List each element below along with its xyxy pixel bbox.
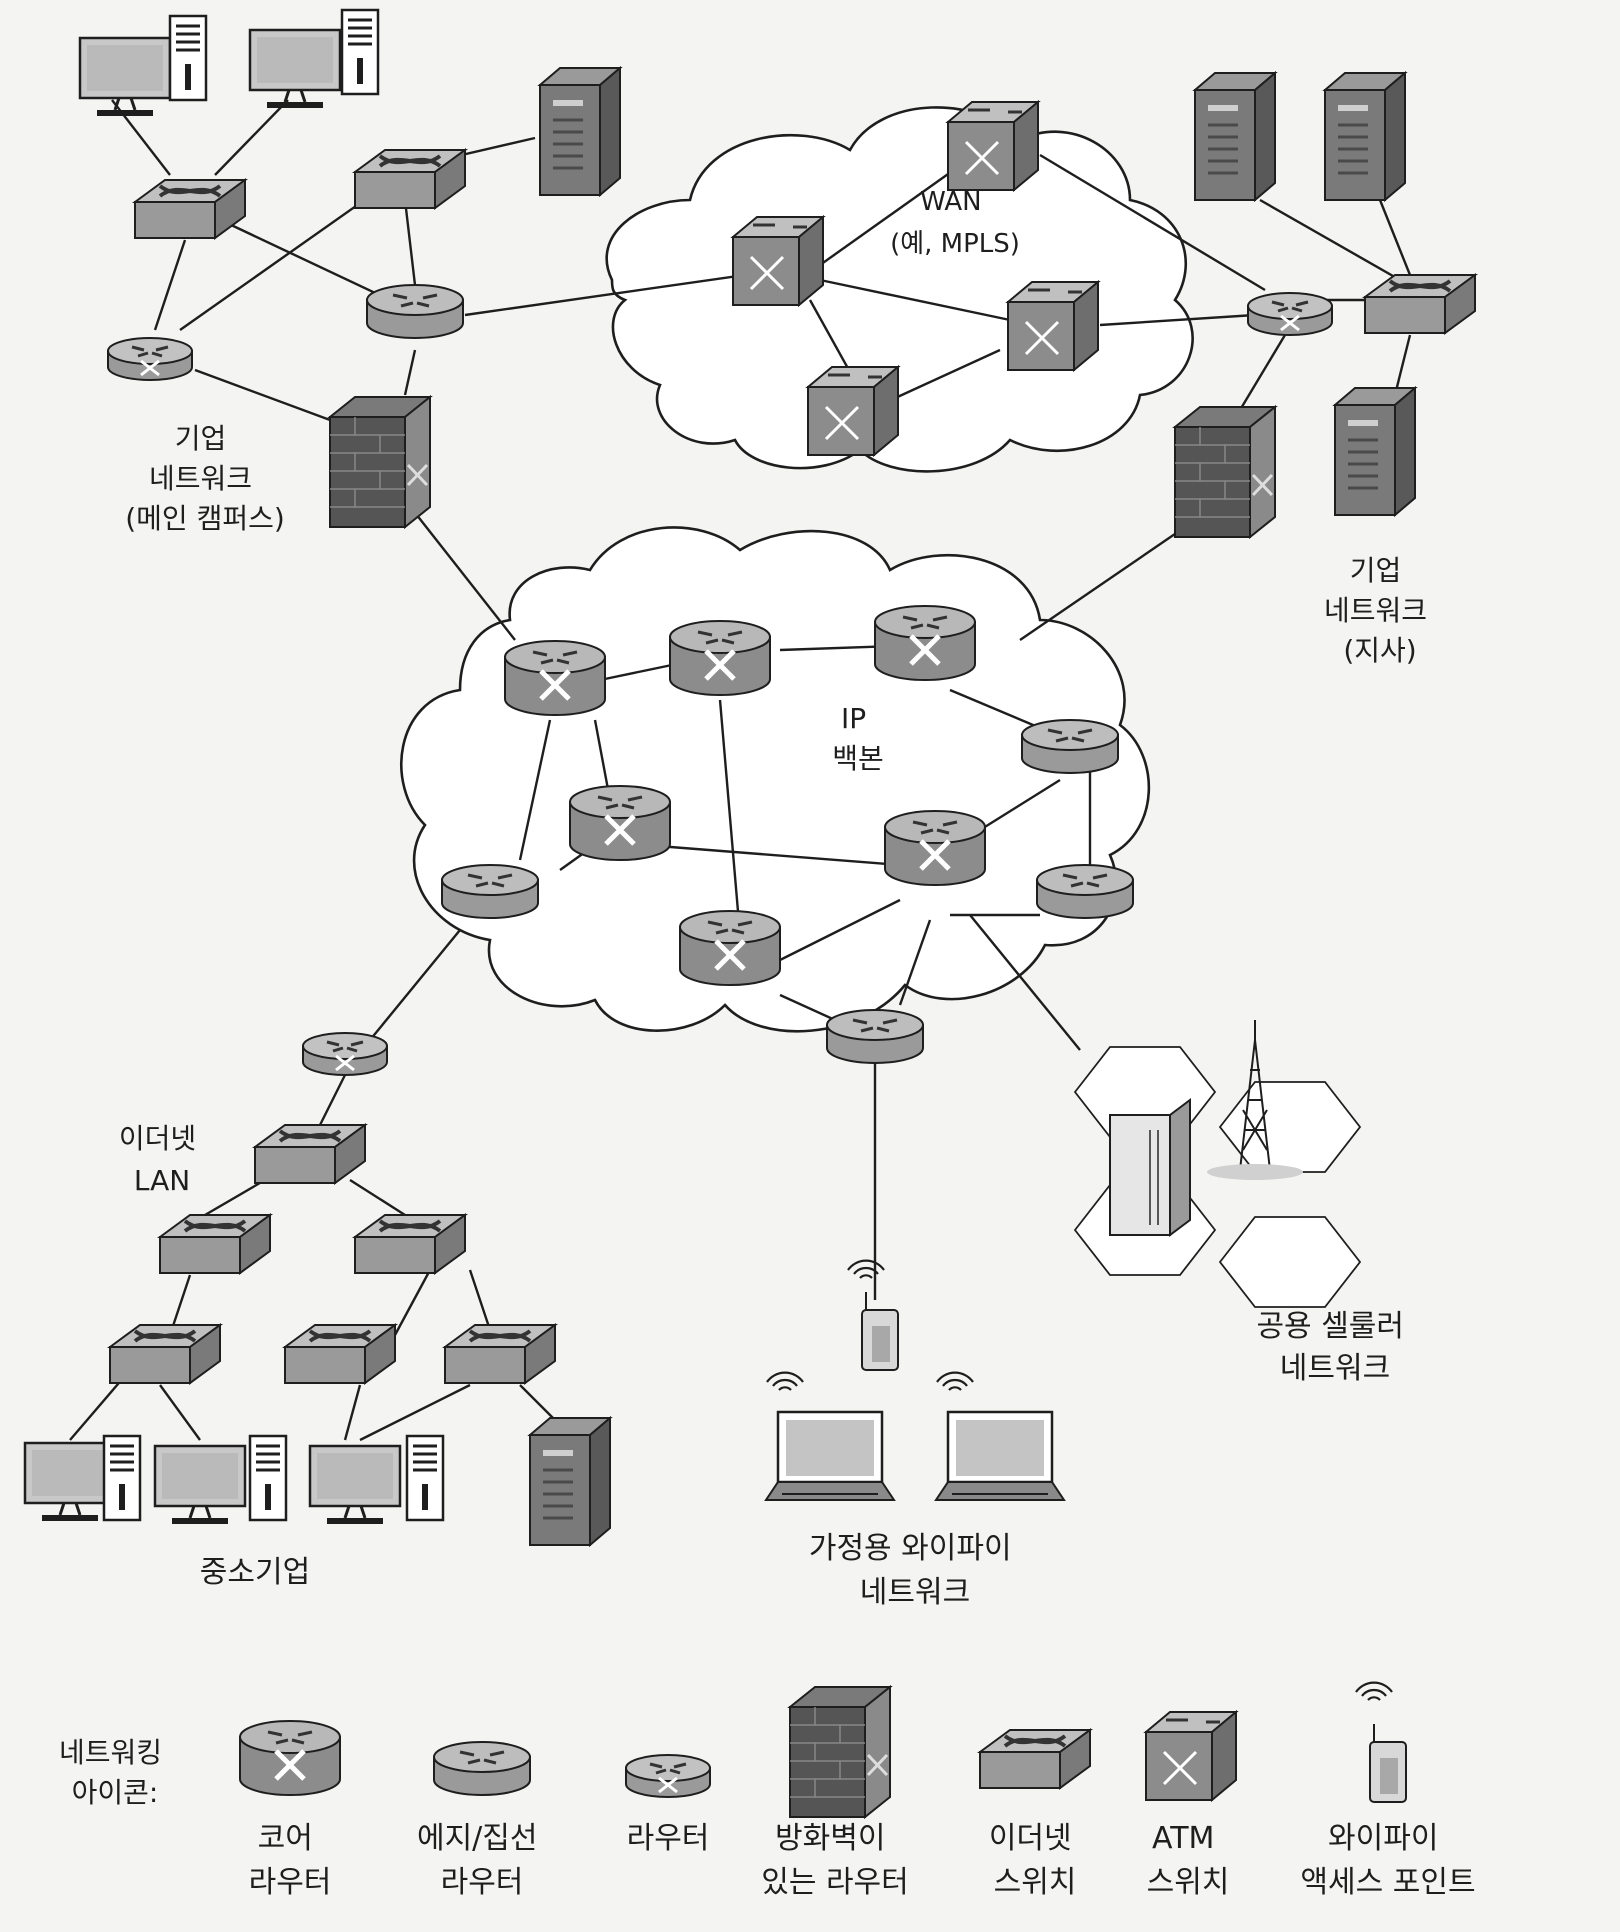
backbone-core-router-2 <box>670 621 770 695</box>
campus-ethernet-switch-2 <box>353 148 467 210</box>
smb-router <box>301 1031 389 1077</box>
ip-backbone-label: IP 백본 <box>832 702 884 775</box>
campus-server <box>538 66 622 197</box>
campus-pc-2 <box>248 8 380 110</box>
cell-tower-icon <box>1207 1020 1303 1180</box>
backbone-edge-router-3 <box>440 863 540 920</box>
legend: 네트워킹 아이콘: 코어 라우터 에지/집선 라우터 라우터 방화벽이 있는 라… <box>59 1681 1476 1900</box>
backbone-core-router-3 <box>875 606 975 680</box>
smb-ethernet-switch-6 <box>443 1323 557 1385</box>
legend-firewall-router-label: 방화벽이 있는 라우터 <box>761 1821 909 1900</box>
smb-label: 중소기업 <box>200 1555 310 1590</box>
main-campus-label: 기업 네트워크 (메인 캠퍼스) <box>125 422 285 535</box>
smb-pc-1 <box>23 1434 142 1523</box>
legend-title: 네트워킹 아이콘: <box>59 1736 171 1809</box>
backbone-core-router-5 <box>885 811 985 885</box>
legend-edge-router-label: 에지/집선 라우터 <box>417 1821 547 1900</box>
wan-label: WAN (예, MPLS) <box>890 187 1020 259</box>
smb-pc-2 <box>153 1434 288 1526</box>
branch-router <box>1246 291 1334 337</box>
branch-server-3 <box>1333 386 1417 517</box>
campus-firewall-router <box>328 395 432 529</box>
smb-ethernet-switch-3 <box>353 1213 467 1275</box>
smb-ethernet-switch-1 <box>253 1123 367 1185</box>
branch-ethernet-switch <box>1363 273 1477 335</box>
home-laptop-2 <box>934 1371 1066 1502</box>
legend-atm-switch-label: ATM 스위치 <box>1147 1821 1230 1900</box>
wan-atm-switch-3 <box>1006 280 1100 372</box>
branch-firewall-router <box>1173 405 1277 539</box>
legend-core-router-icon <box>240 1721 340 1795</box>
legend-ethernet-switch-icon <box>978 1728 1092 1790</box>
campus-router <box>106 336 194 382</box>
legend-ethernet-switch-label: 이더넷 스위치 <box>989 1821 1081 1900</box>
smb-ethernet-switch-4 <box>108 1323 222 1385</box>
backbone-core-router-6 <box>680 911 780 985</box>
backbone-edge-router-4 <box>825 1008 925 1065</box>
smb-ethernet-switch-2 <box>158 1213 272 1275</box>
legend-wifi-ap-label: 와이파이 액세스 포인트 <box>1300 1821 1475 1900</box>
backbone-core-router-1 <box>505 641 605 715</box>
branch-server-2 <box>1323 71 1407 202</box>
backbone-core-router-4 <box>570 786 670 860</box>
legend-firewall-router-icon <box>788 1685 892 1819</box>
smb-pc-3 <box>308 1434 445 1526</box>
backbone-edge-router-2 <box>1035 863 1135 920</box>
legend-edge-router-icon <box>432 1740 532 1797</box>
home-wifi-ap <box>846 1259 899 1371</box>
branch-server-1 <box>1193 71 1277 202</box>
branch-label: 기업 네트워크 (지사) <box>1324 554 1436 667</box>
legend-wifi-ap-icon <box>1354 1681 1407 1803</box>
legend-atm-switch-icon <box>1144 1710 1238 1802</box>
campus-ethernet-switch-1 <box>133 178 247 240</box>
wan-cloud <box>605 106 1194 473</box>
home-wifi-label: 가정용 와이파이 네트워크 <box>809 1531 1021 1610</box>
legend-router-label: 라우터 <box>627 1821 710 1856</box>
smb-ethernet-switch-5 <box>283 1323 397 1385</box>
smb-server <box>528 1416 612 1547</box>
cellular-label: 공용 셀룰러 네트워크 <box>1256 1309 1413 1386</box>
network-links <box>69 99 1412 1442</box>
backbone-edge-router-1 <box>1020 718 1120 775</box>
campus-pc-1 <box>78 14 208 118</box>
legend-router-icon <box>624 1753 712 1799</box>
wan-atm-switch-2 <box>731 215 825 307</box>
campus-edge-router <box>365 283 465 340</box>
home-laptop-1 <box>764 1371 896 1502</box>
legend-core-router-label: 코어 라우터 <box>249 1821 332 1900</box>
cellular-server <box>1109 1098 1191 1237</box>
wan-atm-switch-4 <box>806 365 900 457</box>
wan-atm-switch-1 <box>946 100 1040 192</box>
ethernet-lan-label: 이더넷 LAN <box>119 1122 205 1197</box>
